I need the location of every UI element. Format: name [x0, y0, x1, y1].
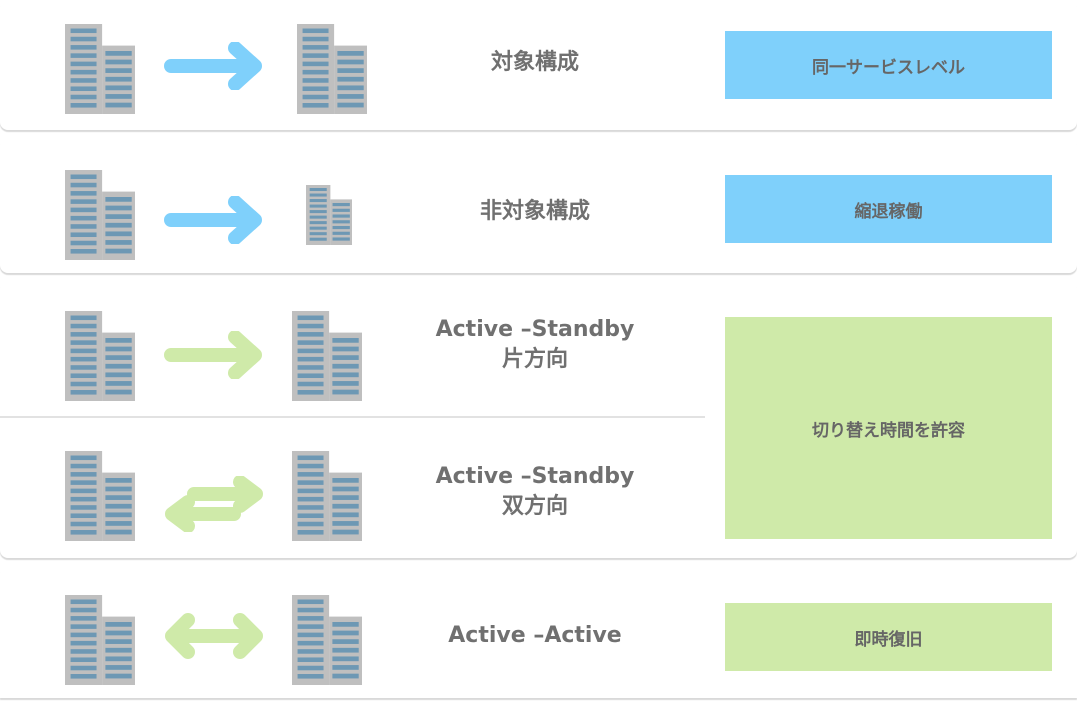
- switchover-box: 切り替え時間を許容: [725, 317, 1052, 539]
- arrow-right-icon: [164, 196, 262, 244]
- row-label-line2: 双方向: [501, 494, 568, 519]
- row-label-line1: Active –Active: [448, 623, 622, 648]
- row-divider: [0, 416, 705, 418]
- degraded-box: 縮退稼働: [725, 175, 1052, 243]
- bidirectional-arrow-icon: [165, 476, 263, 532]
- building-icon: [65, 451, 135, 541]
- row-label: Active –Standby 双方向: [410, 462, 660, 522]
- row-label: Active –Active: [410, 621, 660, 651]
- row-label-line1: Active –Standby: [435, 317, 635, 342]
- small-building-icon: [306, 185, 352, 245]
- building-icon: [292, 311, 362, 401]
- building-icon: [65, 170, 135, 260]
- row-label-line1: Active –Standby: [435, 464, 635, 489]
- service-level-box: 同一サービスレベル: [725, 31, 1052, 99]
- building-icon: [297, 24, 367, 114]
- degraded-text: 縮退稼働: [854, 201, 923, 222]
- instant-recovery-box: 即時復旧: [725, 603, 1052, 671]
- building-icon: [65, 311, 135, 401]
- row-label-line1: 非対象構成: [479, 199, 590, 224]
- row-label: Active –Standby 片方向: [410, 315, 660, 375]
- row-label: 対象構成: [410, 48, 660, 78]
- row-label: 非対象構成: [410, 197, 660, 227]
- building-icon: [65, 24, 135, 114]
- service-level-text: 同一サービスレベル: [812, 57, 965, 78]
- arrow-right-icon: [164, 331, 262, 379]
- switchover-text: 切り替え時間を許容: [812, 420, 965, 441]
- building-icon: [65, 595, 135, 685]
- arrow-right-icon: [164, 42, 262, 90]
- instant-recovery-text: 即時復旧: [854, 629, 923, 650]
- building-icon: [292, 451, 362, 541]
- row-label-line1: 対象構成: [490, 50, 579, 75]
- row-label-line2: 片方向: [501, 347, 568, 372]
- building-icon: [292, 595, 362, 685]
- double-headed-arrow-icon: [165, 613, 263, 659]
